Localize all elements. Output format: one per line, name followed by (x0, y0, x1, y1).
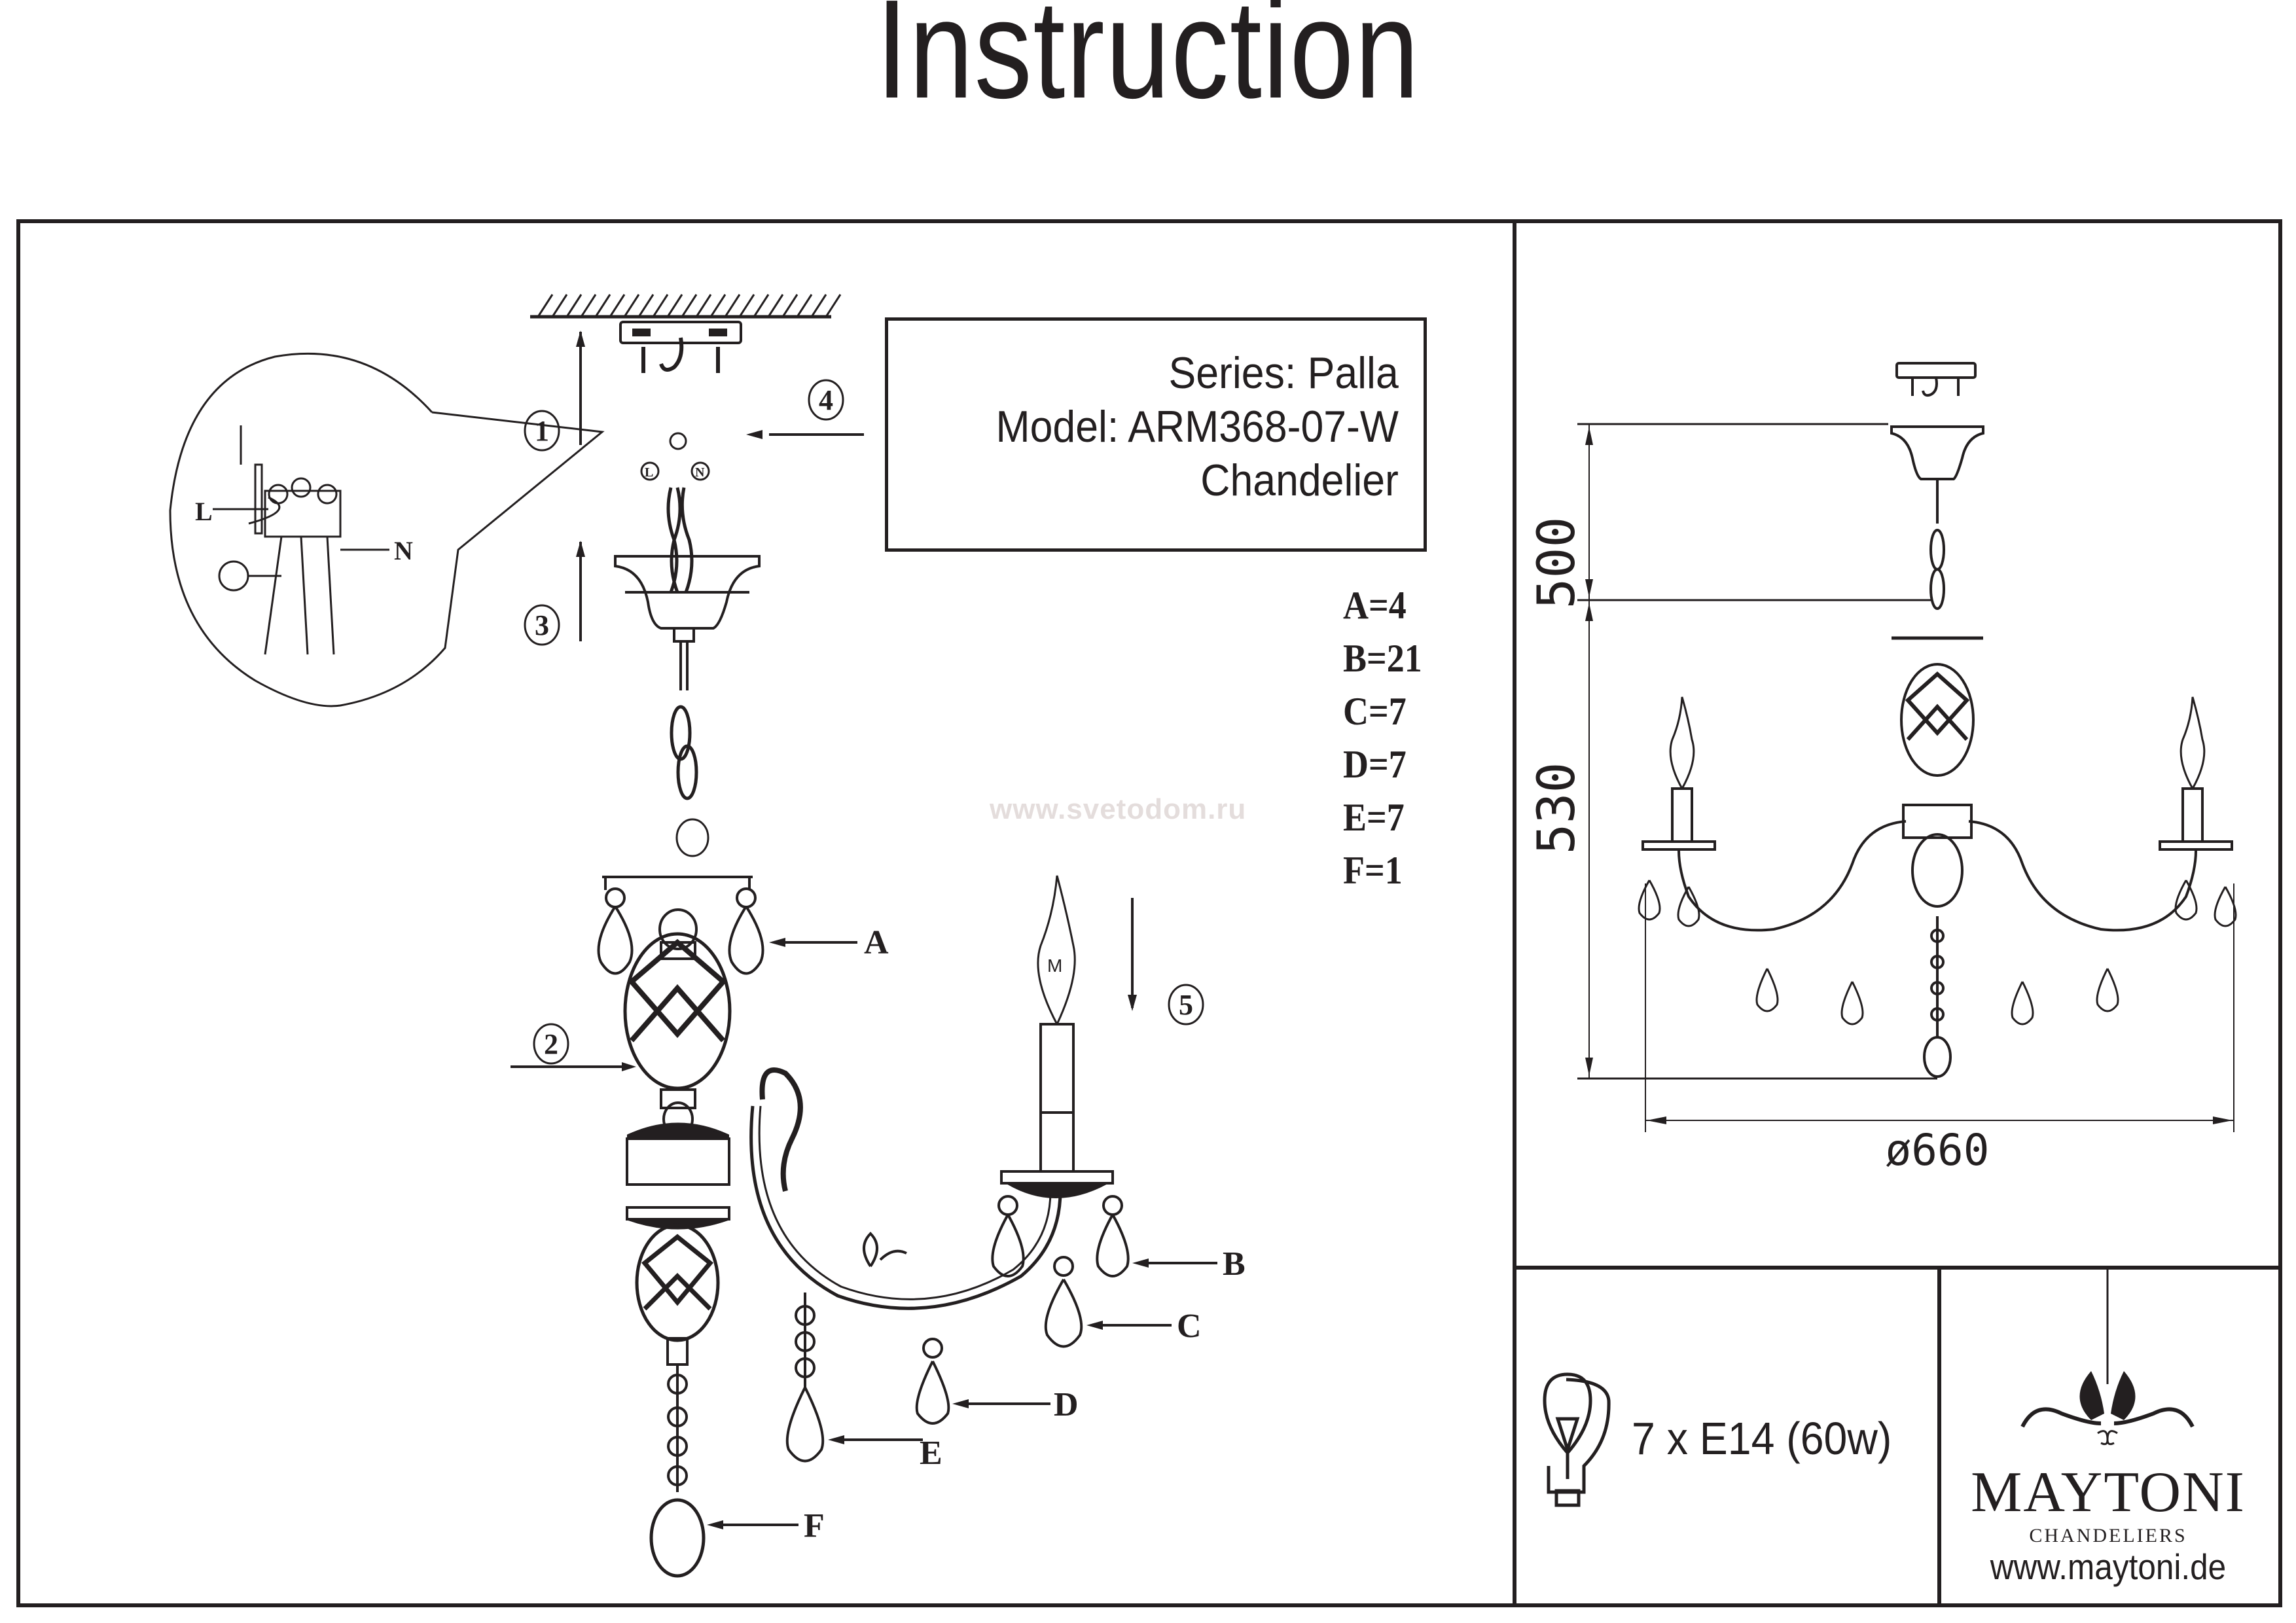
label-part-d: D (1054, 1386, 1079, 1423)
product-type-text: Chandelier (1200, 455, 1399, 505)
live-terminal-icon (640, 461, 660, 481)
parts-list: A=4 B=21 C=7 D=7 E=7 F=1 (1343, 579, 1431, 897)
hatch-stroke (681, 294, 698, 317)
brand-name: MAYTONI (1971, 1461, 2246, 1524)
hatch-stroke (825, 294, 842, 317)
dimension-drawing (1577, 362, 2237, 1132)
hatch-stroke (767, 294, 784, 317)
dimension-body-height: 530 (1528, 762, 1587, 855)
parts-list-item: E=7 (1343, 796, 1405, 839)
hatch-stroke (724, 294, 741, 317)
terminal-block-icon (264, 477, 342, 655)
brand-tagline: CHANDELIERS (2029, 1525, 2187, 1546)
bulb-icon (1543, 1372, 1611, 1507)
hatch-stroke (695, 294, 712, 317)
step-4-number: 4 (819, 384, 833, 416)
hatch-stroke (796, 294, 813, 317)
hatch-stroke (781, 294, 798, 317)
crystal-ball-f (649, 1498, 706, 1578)
dimension-diameter: ø660 (1886, 1125, 1990, 1175)
step-1-badge (524, 410, 560, 452)
ceiling-label-neutral: N (695, 465, 705, 480)
step-3-number: 3 (535, 609, 549, 641)
parts-list-item: D=7 (1343, 743, 1407, 786)
step-5-number: 5 (1179, 989, 1193, 1021)
page-title: Instruction (876, 0, 1420, 128)
hatch-stroke (637, 294, 655, 317)
wiring-label-live: L (195, 497, 213, 526)
watermark: www.svetodom.ru (990, 793, 1247, 825)
product-info-box: Series: Palla Model: ARM368-07-W Chandel… (885, 317, 1427, 552)
wiring-detail-callout (169, 352, 605, 707)
bulb-spec: 7 x E14 (60w) (1632, 1413, 1892, 1464)
earth-icon (669, 432, 687, 450)
chandelier-body-side-view (602, 876, 753, 1578)
hatch-stroke (810, 294, 827, 317)
supply-wires (666, 487, 694, 593)
chain (670, 705, 709, 857)
step-5-badge (1168, 984, 1204, 1026)
parts-list-item: F=1 (1343, 849, 1403, 892)
hatch-stroke (623, 294, 640, 317)
series-text: Series: Palla (1168, 348, 1399, 398)
label-part-b: B (1223, 1245, 1246, 1283)
ceiling-hatch (530, 294, 842, 319)
hatch-stroke (565, 294, 583, 317)
brand-url[interactable]: www.maytoni.de (1990, 1546, 2227, 1587)
hatch-stroke (753, 294, 770, 317)
svg-text:M: M (1047, 955, 1062, 976)
candle-arm: M (749, 875, 1114, 1310)
neutral-terminal-icon (691, 461, 710, 481)
parts-list-item: A=4 (1343, 584, 1407, 627)
hatch-stroke (594, 294, 611, 317)
ceiling-canopy (614, 555, 761, 690)
hatch-stroke (738, 294, 755, 317)
step-4-badge (808, 379, 844, 421)
step-3-badge (524, 604, 560, 646)
hatch-stroke (609, 294, 626, 317)
divider-horizontal-right (1513, 1266, 2278, 1270)
model-text: Model: ARM368-07-W (996, 402, 1399, 452)
instruction-frame (16, 219, 2282, 1607)
label-part-f: F (804, 1507, 825, 1544)
divider-vertical-main (1513, 223, 1516, 1603)
label-part-e: E (920, 1435, 942, 1472)
mounting-bracket-icon (619, 321, 742, 373)
chandelier-ornament-icon (2020, 1270, 2195, 1446)
label-part-a: A (864, 924, 889, 961)
step-2-number: 2 (544, 1028, 558, 1060)
wiring-label-neutral: N (394, 536, 413, 565)
label-part-c: C (1177, 1308, 1202, 1345)
ceiling-label-live: L (645, 465, 653, 480)
dimension-chain-height: 500 (1528, 517, 1587, 609)
hatch-stroke (551, 294, 568, 317)
step-1-number: 1 (535, 415, 549, 447)
hatch-stroke (652, 294, 669, 317)
step-2-badge (533, 1023, 569, 1065)
parts-list-item: B=21 (1343, 637, 1422, 680)
hatch-stroke (709, 294, 726, 317)
hatch-stroke (666, 294, 683, 317)
divider-vertical-bottom (1937, 1266, 1941, 1603)
crystal-a-pair (597, 887, 764, 975)
crystal-drops (785, 1195, 1130, 1463)
hatch-stroke (580, 294, 597, 317)
parts-list-item: C=7 (1343, 690, 1407, 733)
hatch-stroke (537, 294, 554, 317)
